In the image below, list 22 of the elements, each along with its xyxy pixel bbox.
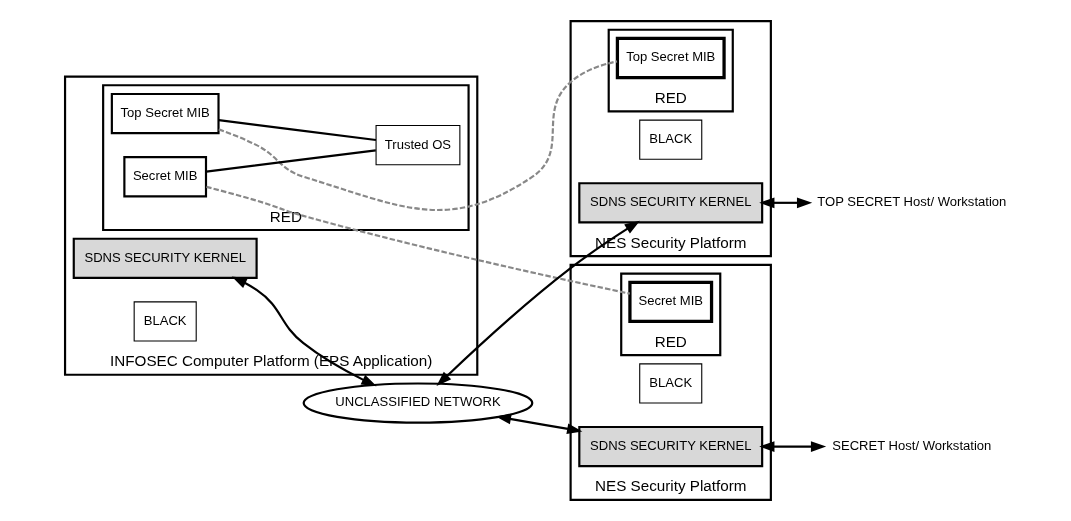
node-box: Top Secret MIB	[110, 92, 220, 135]
node-box: SDNS SECURITY KERNEL	[578, 425, 764, 468]
arrow	[495, 413, 583, 435]
node-box: Trusted OS	[375, 125, 461, 166]
connector	[218, 119, 377, 142]
node-text: TOP SECRET Host/ Workstation	[817, 194, 1007, 210]
node-box: Top Secret MIB	[615, 36, 726, 80]
node-box: BLACK	[639, 363, 703, 404]
node-box: SDNS SECURITY KERNEL	[72, 237, 258, 279]
connector	[218, 60, 618, 211]
node-box: SDNS SECURITY KERNEL	[578, 182, 764, 224]
arrow	[436, 220, 640, 387]
node-box: BLACK	[133, 301, 197, 342]
node-box: Secret MIB	[123, 156, 208, 198]
arrow	[759, 197, 813, 209]
arrow	[759, 441, 827, 452]
arrow	[231, 276, 377, 387]
node-box: Secret MIB	[628, 280, 714, 324]
node-box: BLACK	[639, 119, 703, 160]
connector	[206, 185, 631, 295]
node-text: SECRET Host/ Workstation	[832, 437, 992, 453]
connector	[206, 149, 376, 173]
